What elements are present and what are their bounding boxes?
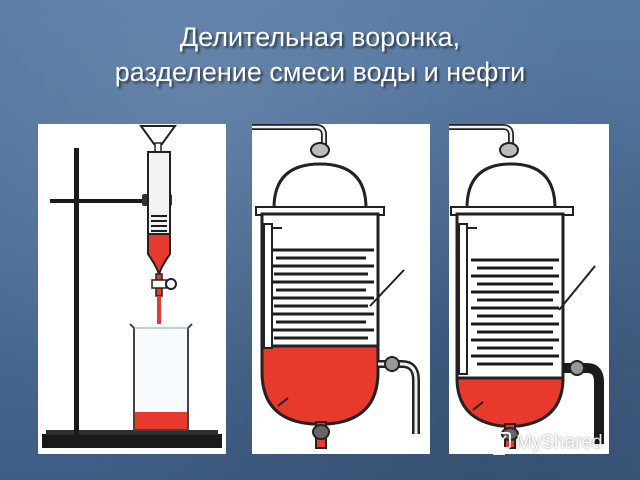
presentation-icon [487, 432, 511, 455]
inlet-valve [499, 142, 519, 158]
stand-base [42, 434, 222, 448]
settling-vessel-2-figure [449, 124, 609, 454]
separatory-funnel-figure [38, 124, 226, 454]
beaker-water [135, 412, 187, 429]
settling-vessel-1-figure [252, 124, 430, 454]
inlet-valve [310, 142, 330, 158]
watermark-text: MyShared [516, 432, 603, 453]
vessel-body [455, 212, 565, 380]
title-line-2: разделение смеси воды и нефти [114, 57, 526, 87]
bottom-valve [312, 424, 330, 440]
myshared-watermark: MyShared [486, 428, 603, 458]
settling-vessel-1-illustration [252, 124, 420, 449]
beaker [129, 323, 193, 431]
water-layer [455, 376, 565, 428]
stopcock [151, 279, 167, 289]
water-layer [147, 233, 171, 277]
clamp-arm [50, 199, 172, 203]
sight-tube [458, 223, 468, 375]
side-valve [569, 360, 585, 376]
oil-layer [266, 248, 374, 340]
vessel-dome [465, 162, 557, 210]
vessel-dome [272, 162, 368, 210]
stand-rod [74, 148, 79, 436]
slide-title: Делительная воронка, разделение смеси во… [0, 20, 640, 90]
sight-tube [263, 223, 273, 349]
separatory-funnel-illustration [42, 125, 222, 448]
oil-layer [471, 258, 559, 366]
title-line-1: Делительная воронка, [179, 22, 461, 52]
top-funnel [139, 125, 177, 145]
settling-vessel-2-illustration [449, 124, 604, 449]
water-layer [260, 344, 380, 426]
side-valve [384, 356, 400, 372]
funnel-body [147, 151, 171, 237]
